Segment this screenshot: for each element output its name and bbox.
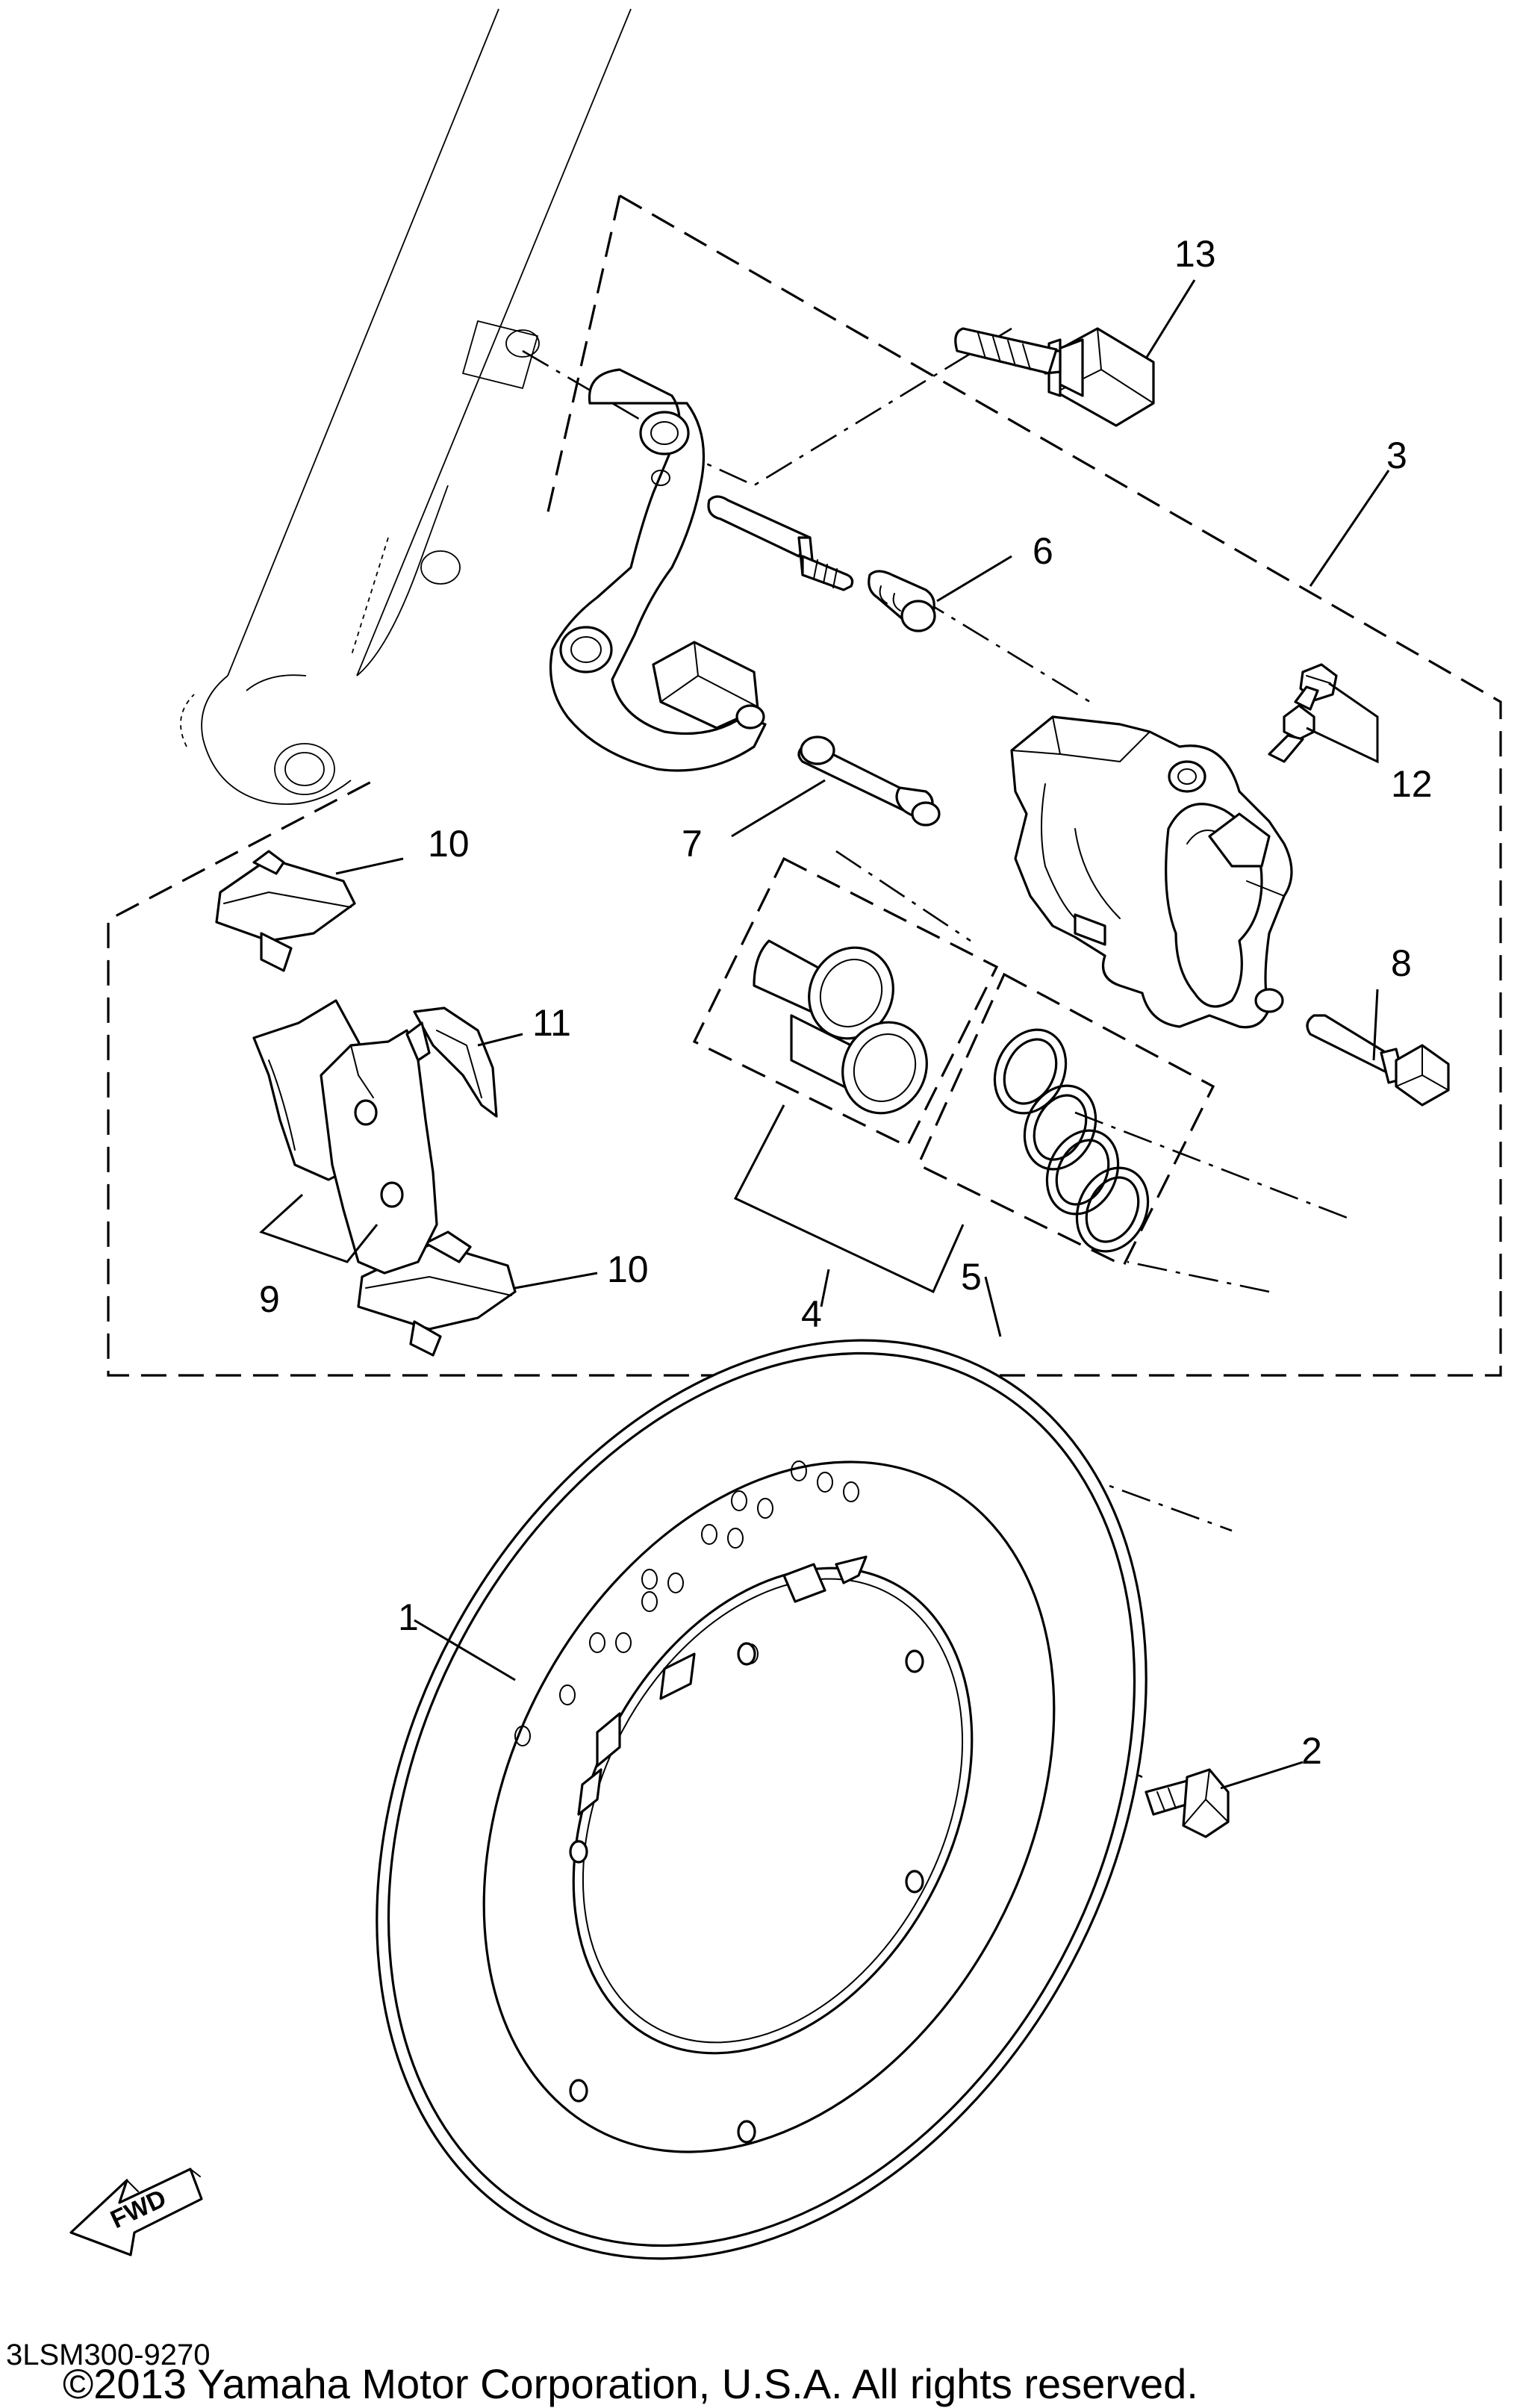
caliper-assembly-boundary <box>107 194 1502 1377</box>
part-11-shim <box>413 1007 498 1118</box>
part-4-pistons <box>692 856 999 1148</box>
callout-5: 5 <box>961 1256 982 1298</box>
part-9-brake-pads <box>252 999 438 1275</box>
callout-3: 3 <box>1386 435 1407 476</box>
part-2-bolt <box>1145 1768 1230 1838</box>
fwd-direction-arrow: FWD <box>69 2168 203 2256</box>
callout-13: 13 <box>1174 233 1216 275</box>
caliper-body <box>1010 715 1293 1029</box>
caliper-pin-upper <box>707 495 854 591</box>
part-5-seals <box>916 972 1215 1268</box>
disc-vent-slots <box>577 1555 868 1816</box>
callout-8: 8 <box>1391 942 1412 984</box>
front-fork-leg <box>180 8 632 805</box>
callout-10-upper: 10 <box>428 823 470 865</box>
callout-9: 9 <box>259 1278 280 1320</box>
callout-12: 12 <box>1391 763 1433 805</box>
drawing-code: 3LSM300-9270 <box>6 2339 211 2371</box>
part-13-bolt <box>954 327 1155 427</box>
callout-4: 4 <box>801 1293 822 1335</box>
part-6-boot <box>868 570 936 632</box>
part-7-pin <box>797 735 941 827</box>
callout-10-lower: 10 <box>607 1248 649 1290</box>
part-10-pad-spring-upper <box>215 850 356 972</box>
caliper-bracket <box>549 368 767 772</box>
leader-lines <box>259 279 1390 1790</box>
callout-11: 11 <box>532 1002 571 1044</box>
callout-labels: 1 2 3 4 5 6 7 8 9 10 10 11 12 13 <box>259 233 1433 1772</box>
part-8-bolt <box>1306 1014 1450 1107</box>
callout-7: 7 <box>682 823 703 865</box>
part-1-brake-disc <box>376 1339 1147 2260</box>
disc-mounting-holes <box>569 1642 924 2144</box>
callout-6: 6 <box>1033 530 1053 572</box>
callout-1: 1 <box>398 1596 419 1638</box>
copyright-notice: ©2013 Yamaha Motor Corporation, U.S.A. A… <box>63 2360 1198 2407</box>
disc-drilled-holes <box>514 1460 859 1746</box>
part-12-bleed-screw <box>1268 663 1338 763</box>
callout-2: 2 <box>1301 1730 1322 1772</box>
